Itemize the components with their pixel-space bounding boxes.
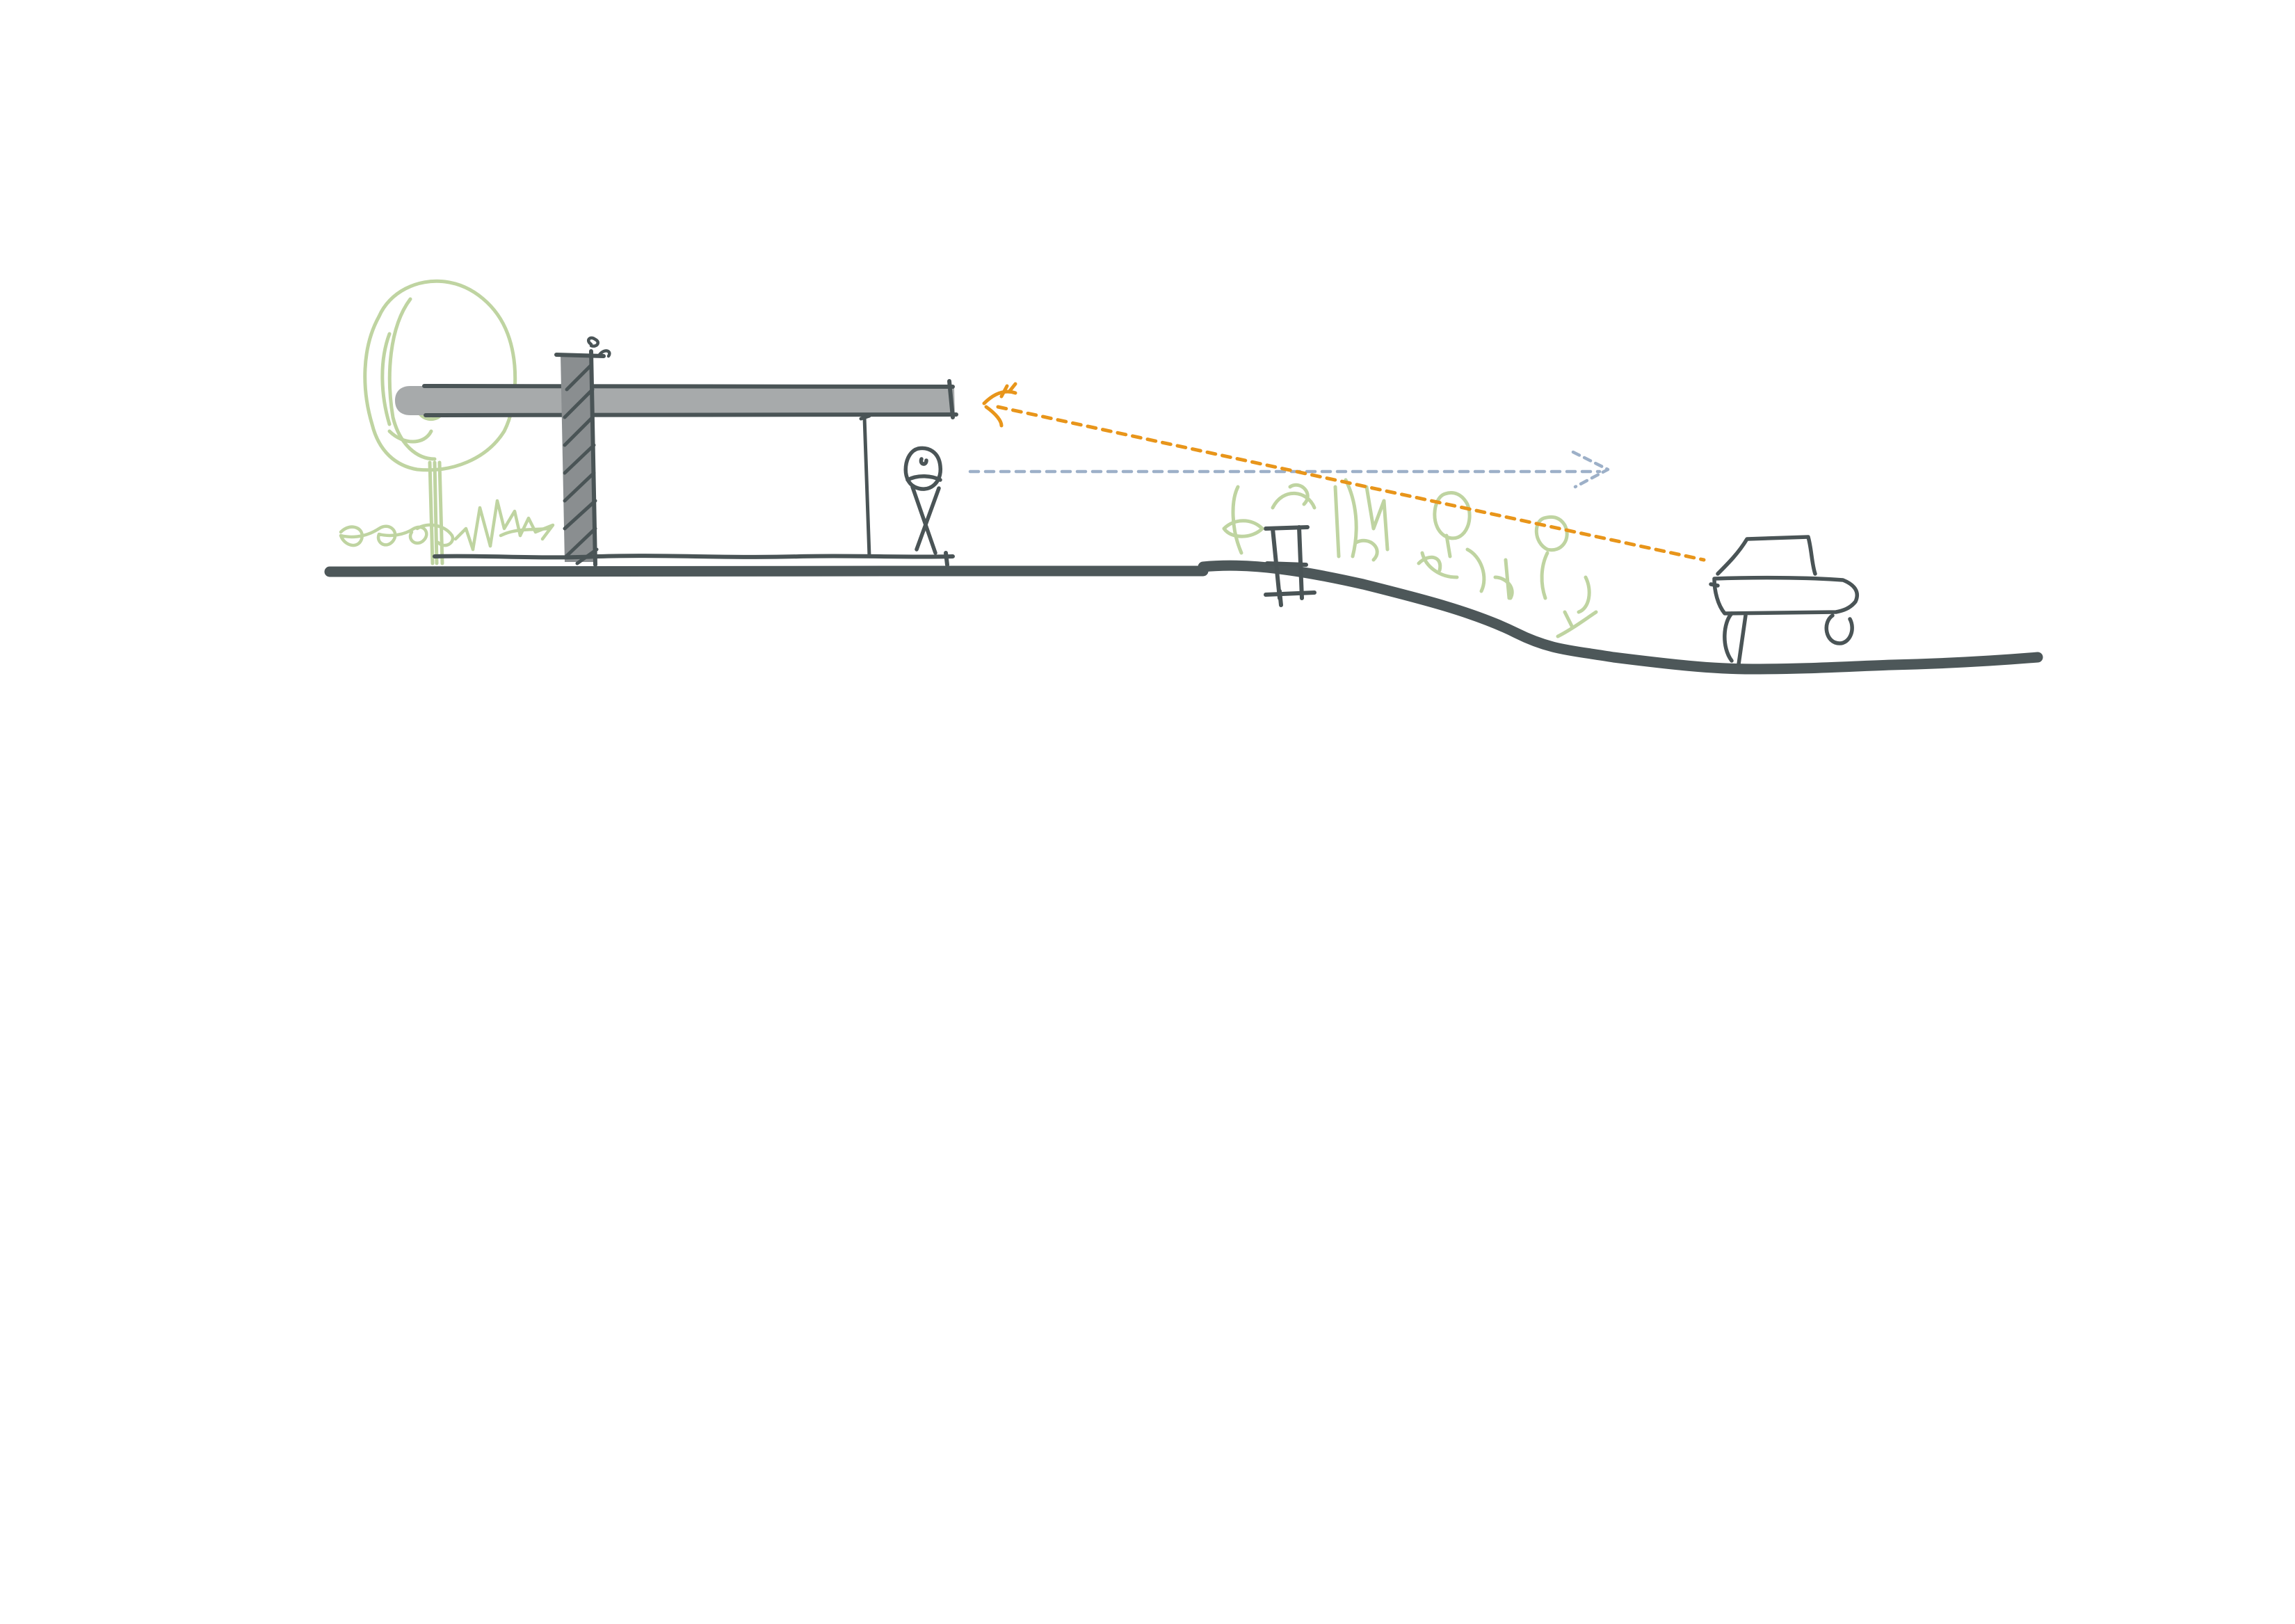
car-icon xyxy=(1709,535,1859,666)
person-icon xyxy=(903,446,942,555)
tree-icon xyxy=(363,279,517,565)
fence-icon xyxy=(1264,525,1316,607)
planting-icon xyxy=(1222,478,1598,638)
dashed-arrow-icon xyxy=(968,450,1610,489)
floor-slab xyxy=(433,551,955,567)
hatched-wall-icon xyxy=(554,336,611,567)
support-post xyxy=(859,414,871,558)
dashed-arrow-icon xyxy=(982,382,1706,562)
terrain-profile-icon xyxy=(324,560,2043,675)
flat-roof-icon xyxy=(395,379,958,419)
grass-icon xyxy=(339,499,555,552)
